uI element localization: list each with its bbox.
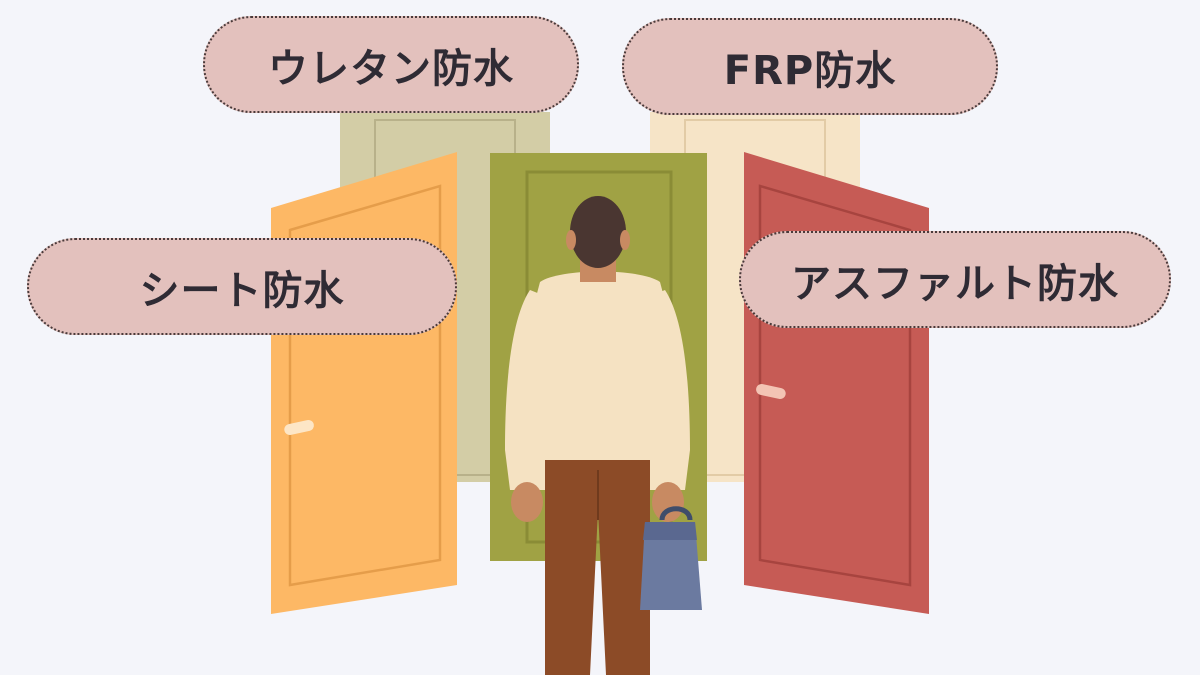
- orange-door: [271, 152, 457, 614]
- red-door-handle: [756, 384, 786, 399]
- frp-waterproofing-label: FRP防水: [622, 18, 998, 115]
- briefcase: [640, 506, 702, 610]
- urethane-waterproofing-label: ウレタン防水: [203, 16, 579, 113]
- man-figure: [505, 196, 690, 675]
- sheet-waterproofing-label: シート防水: [27, 238, 457, 335]
- red-door: [744, 152, 929, 614]
- orange-door-handle: [284, 420, 314, 435]
- asphalt-waterproofing-label: アスファルト防水: [739, 231, 1171, 328]
